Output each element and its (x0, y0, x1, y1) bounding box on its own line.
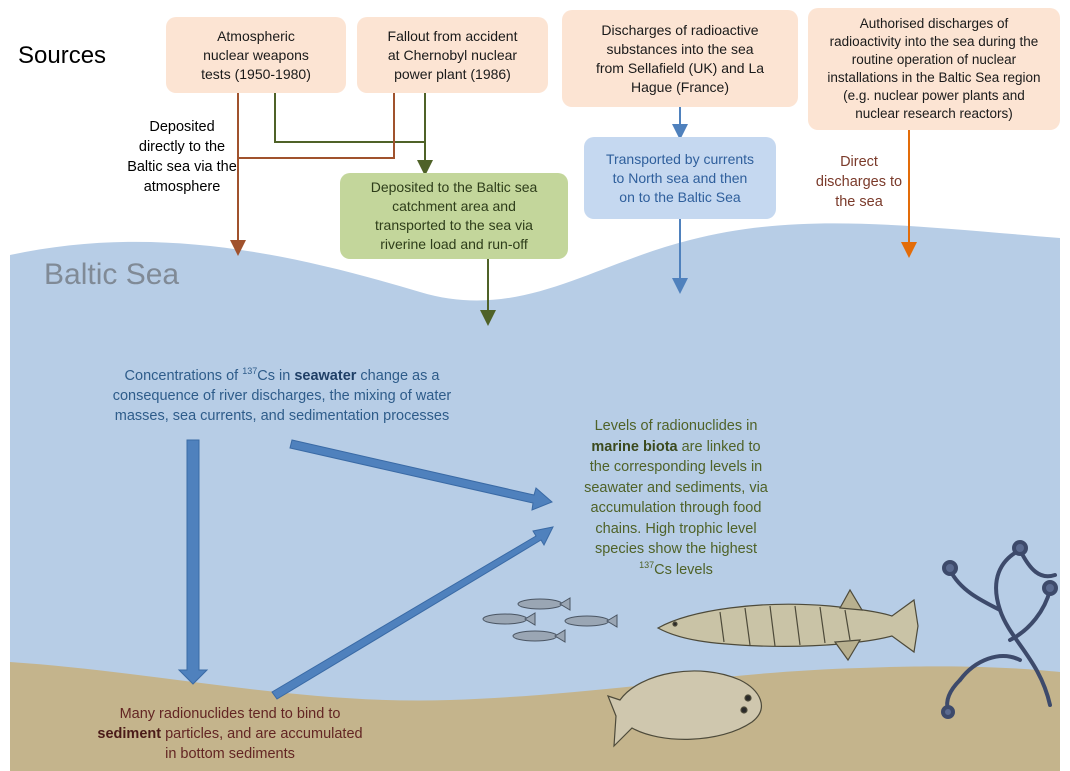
pathway-atmosphere: Deposited directly to the Baltic sea via… (127, 119, 237, 195)
source-box-chernobyl: Fallout from accident at Chernobyl nucle… (357, 17, 548, 93)
source-box-sellafield: Discharges of radioactive substances int… (562, 10, 798, 107)
source-box-authorised: Authorised discharges of radioactivity i… (808, 8, 1060, 130)
biota-rest: the corresponding levels in seawater and… (584, 459, 768, 557)
pathway-direct: Direct discharges to the sea (815, 154, 903, 210)
seawater-isotope-symbol: Cs in (257, 368, 295, 384)
seawater-isotope-mass: 137 (242, 366, 258, 377)
seaweed (941, 540, 1058, 719)
flounder-fish (606, 670, 762, 748)
seawater-line1-post: change as a (356, 368, 440, 384)
seawater-rest: consequence of river discharges, the mix… (112, 388, 452, 424)
sediment-line1: Many radionuclides tend to bind to (119, 706, 341, 722)
biota-line1: Levels of radionuclides in (594, 418, 758, 434)
biota-isotope-mass: 137 (639, 559, 655, 570)
sources-heading: Sources (18, 42, 107, 69)
biota-paragraph: Levels of radionuclides in marine biota … (570, 416, 782, 580)
seawater-keyword: seawater (294, 368, 357, 384)
herring-school (482, 597, 618, 643)
baltic-sea-label: Baltic Sea (44, 258, 180, 291)
chernobyl-to-atmosphere-line (238, 92, 395, 159)
pathway-catchment-box: Deposited to the Baltic sea catchment ar… (340, 173, 568, 259)
biota-keyword: marine biota (591, 438, 678, 455)
sediment-line3: in bottom sediments (165, 746, 295, 762)
sediment-keyword: sediment (97, 726, 162, 742)
weapons-to-catchment-line (274, 92, 425, 143)
sediment-line2-post: particles, and are accumulated (161, 726, 363, 742)
pathway-currents-box: Transported by currents to North sea and… (584, 137, 776, 219)
source-box-weapons-tests: Atmospheric nuclear weapons tests (1950-… (166, 17, 346, 93)
seabed-area (10, 662, 1060, 771)
seawater-paragraph: Concentrations of 137Cs in seawater chan… (92, 366, 472, 426)
biota-line2-post: are linked to (677, 438, 761, 455)
pike-fish (656, 588, 919, 662)
sediment-paragraph: Many radionuclides tend to bind to sedim… (70, 704, 390, 764)
sediment-to-biota-arrow (271, 526, 554, 700)
seawater-to-biota-arrow (289, 439, 553, 511)
seawater-line1-pre: Concentrations of (124, 368, 243, 384)
biota-last: Cs levels (654, 561, 713, 578)
seawater-to-sediment-arrow (177, 439, 209, 685)
